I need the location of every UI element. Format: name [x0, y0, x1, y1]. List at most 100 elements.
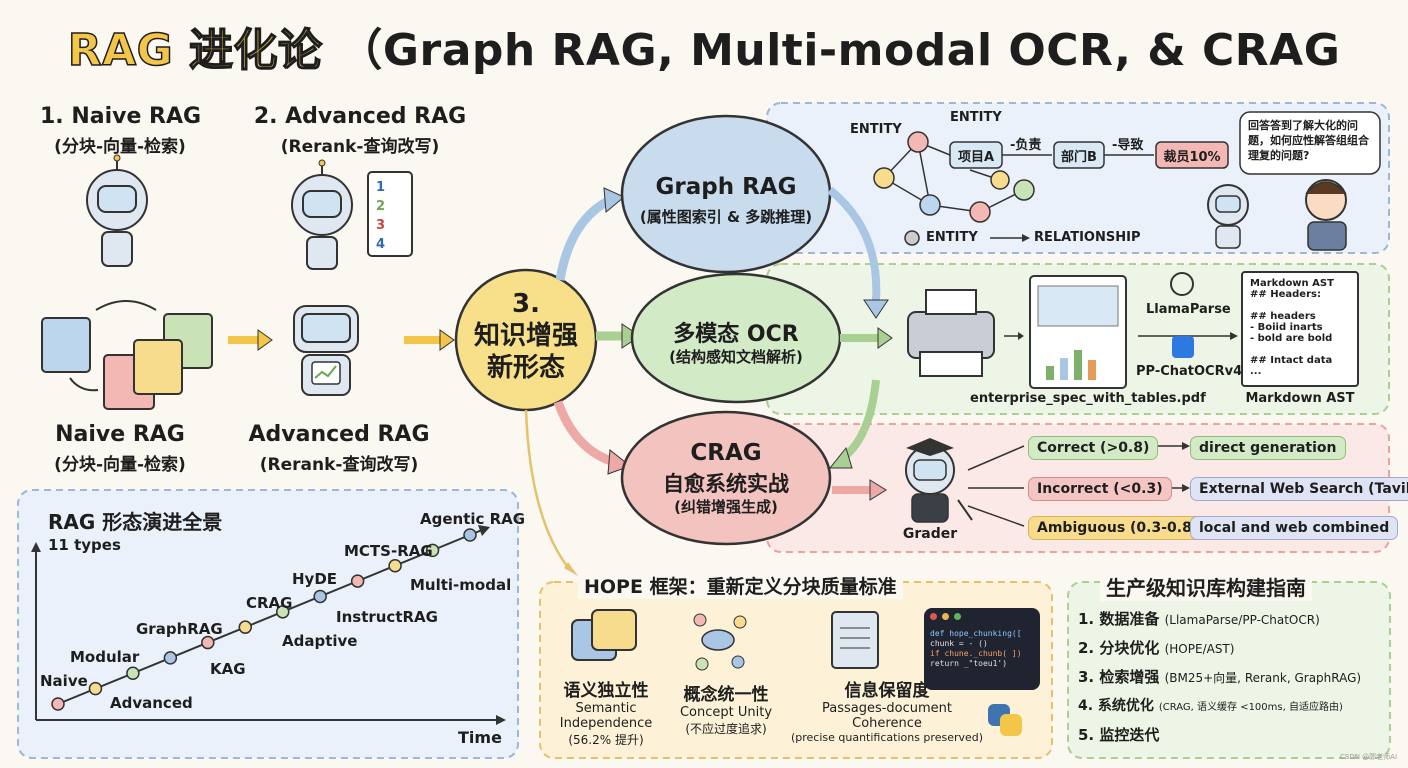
edge-label: -导致 [1112, 138, 1144, 153]
cond-incorrect: Incorrect (<0.3) [1028, 477, 1172, 501]
cond-correct: Correct (>0.8) [1028, 436, 1159, 460]
graph-rag-sub: (属性图索引 & 多跳推理) [639, 208, 813, 226]
advanced-bottom-title: Advanced RAG [248, 422, 430, 447]
guide-item-detail: (HOPE/AST) [1164, 642, 1235, 656]
guide-item: 5. 监控迭代 [1078, 724, 1159, 745]
timeline-dot [388, 558, 402, 573]
rank-item: 2 [376, 199, 386, 214]
advanced-top-title: 2. Advanced RAG [253, 104, 467, 129]
cond-ambiguous: Ambiguous (0.3-0.8) [1028, 516, 1208, 540]
parser-ppchatocr: PP-ChatOCRv4 [1136, 364, 1243, 379]
advanced-bottom-sub: (Rerank-查询改写) [259, 455, 419, 475]
md-line: Markdown AST [1250, 278, 1334, 289]
window-dots-icon [924, 608, 1040, 627]
crag-title: CRAG [690, 440, 762, 466]
knowledge-graph [873, 131, 1035, 246]
md-line [1250, 344, 1334, 355]
guide-item-main: 4. 系统优化 [1078, 698, 1154, 714]
code-line: def hope_chunking([ [930, 629, 1022, 638]
evolution-xlabel: Time [458, 728, 502, 747]
document-stack-icon [41, 300, 213, 410]
naive-bottom-title: Naive RAG [55, 422, 185, 447]
md-line: ## Intact data [1250, 355, 1333, 366]
robot-graph-icon [1207, 184, 1249, 249]
md-line: ... [1250, 366, 1262, 377]
code-line: return _"toeu1') [930, 659, 1008, 668]
evolution-panel [17, 489, 519, 759]
hope-item-2: 概念统一性 Concept Unity (不应过度追求) [668, 680, 784, 737]
grader-label: Grader [902, 526, 958, 542]
timeline-dot [350, 574, 365, 588]
robot-advanced-icon [291, 159, 413, 270]
md-line: - bold are bold [1250, 333, 1333, 344]
hope-item-zh: 概念统一性 [683, 685, 769, 705]
hope-item-3: 信息保留度 Passages-document Coherence (preci… [782, 676, 992, 744]
hope-item-note: (56.2% 提升) [568, 733, 644, 747]
action-combined: local and web combined [1190, 516, 1399, 540]
evo-label-kag: KAG [210, 660, 246, 678]
python-icon [988, 704, 1022, 736]
parser-llamaparse: LlamaParse [1146, 302, 1231, 317]
timeline-dot [313, 589, 327, 604]
hope-item-note: (precise quantifications preserved) [790, 731, 984, 744]
guide-item: 3. 检索增强 (BM25+向量, Rerank, GraphRAG) [1078, 666, 1361, 687]
evo-label-hyde: HyDE [292, 570, 338, 588]
center-line1: 3. [512, 289, 540, 319]
code-line: if chune._chunb( ]) [930, 649, 1022, 658]
guide-item-main: 2. 分块优化 [1078, 639, 1160, 657]
action-direct: direct generation [1190, 436, 1346, 460]
timeline-dot [275, 605, 290, 619]
crag-line2: 自愈系统实战 [663, 472, 789, 496]
hope-item-en: Concept Unity [679, 705, 773, 720]
title-rest: （Graph RAG, Multi-modal OCR, & CRAG [338, 25, 1341, 76]
legend-relationship: RELATIONSHIP [1034, 230, 1141, 245]
code-line: chunk = - () [930, 639, 988, 648]
watermark: CSDN @郭老师AI [1340, 753, 1398, 761]
evo-label-adaptive: Adaptive [282, 632, 358, 650]
center-line2: 知识增强 [473, 321, 578, 351]
naive-top-sub: (分块-向量-检索) [54, 137, 186, 157]
timeline-dot [201, 635, 215, 650]
evolution-subtitle: 11 types [48, 536, 121, 554]
hope-item-en: Independence [559, 716, 653, 731]
hope-item-en: Semantic [575, 701, 637, 716]
guide-item-detail: (CRAG, 语义缓存 <100ms, 自适应路由) [1158, 702, 1343, 713]
hope-item-zh: 信息保留度 [844, 681, 930, 701]
naive-bottom-sub: (分块-向量-检索) [54, 455, 186, 475]
action-web-search: External Web Search (Tavily) [1190, 477, 1408, 501]
evolution-timeline [51, 528, 477, 711]
guide-item: 1. 数据准备 (LlamaParse/PP-ChatOCR) [1078, 608, 1320, 629]
speech-bubble-text: 回答答到了解大化的问题，如何应性解答组组合理复的问题? [1248, 119, 1369, 162]
guide-item-main: 1. 数据准备 [1078, 610, 1160, 628]
pdf-filename: enterprise_spec_with_tables.pdf [970, 391, 1206, 406]
advanced-top-sub: (Rerank-查询改写) [280, 137, 440, 157]
crag-oval [620, 410, 832, 546]
arrow-to-graph [555, 195, 613, 281]
openai-icon [1170, 272, 1194, 296]
evo-label-naive: Naive [40, 672, 88, 690]
markdown-doc [1241, 271, 1359, 387]
hope-item-note: (不应过度追求) [685, 722, 767, 736]
center-line3: 新形态 [486, 353, 565, 383]
ocr-sub: (结构感知文档解析) [669, 348, 803, 366]
page-title: RAG 进化论 （Graph RAG, Multi-modal OCR, & C… [0, 14, 1408, 78]
markdown-content: Markdown AST ## Headers: ## headers - Bo… [1250, 278, 1334, 377]
legend-entity: ENTITY [926, 230, 978, 245]
rank-item: 3 [376, 218, 386, 233]
md-line: ## Headers: [1250, 289, 1321, 300]
robot-naive-icon [86, 154, 148, 267]
graph-rag-title: Graph RAG [655, 174, 797, 200]
md-line [1250, 300, 1334, 311]
timeline-dot [88, 681, 103, 696]
person-icon [1305, 179, 1347, 251]
guide-item-main: 3. 检索增强 [1078, 668, 1160, 686]
timeline-dot [163, 651, 178, 665]
guide-title: 生产级知识库构建指南 [1100, 572, 1312, 601]
timeline-dot [51, 697, 65, 711]
evolution-title: RAG 形态演进全景 [48, 510, 223, 534]
hope-item-en: Coherence [852, 716, 922, 731]
timeline-dot [463, 528, 477, 542]
concept-network-icon [693, 613, 747, 671]
robot-center-icon [293, 305, 359, 396]
md-line: - Boiid inarts [1250, 322, 1323, 333]
